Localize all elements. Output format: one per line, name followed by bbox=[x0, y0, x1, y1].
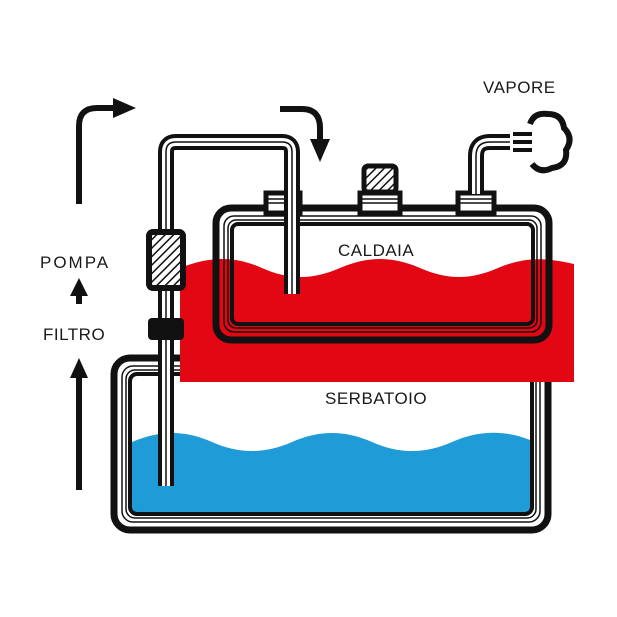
tank bbox=[110, 354, 552, 534]
arrow-up-icon bbox=[70, 358, 88, 490]
steam-pipe bbox=[468, 134, 510, 194]
label-caldaia: CALDAIA bbox=[338, 241, 414, 260]
label-vapore: VAPORE bbox=[483, 78, 556, 97]
pump-icon bbox=[146, 229, 186, 291]
arrow-down-icon bbox=[280, 106, 330, 162]
boiler-fittings bbox=[263, 163, 497, 216]
pump-pipe bbox=[158, 134, 300, 486]
label-pompa: POMPA bbox=[40, 253, 110, 272]
label-serbatoio: SERBATOIO bbox=[325, 389, 427, 408]
safety-valve bbox=[361, 163, 399, 195]
arrow-right-icon bbox=[76, 98, 136, 204]
filter-icon bbox=[148, 318, 184, 340]
tank-water bbox=[132, 432, 530, 512]
label-filtro: FILTRO bbox=[43, 325, 105, 344]
arrow-up-icon bbox=[70, 278, 88, 304]
steam-cloud-icon bbox=[513, 110, 573, 174]
boiler-water-band bbox=[180, 259, 574, 382]
